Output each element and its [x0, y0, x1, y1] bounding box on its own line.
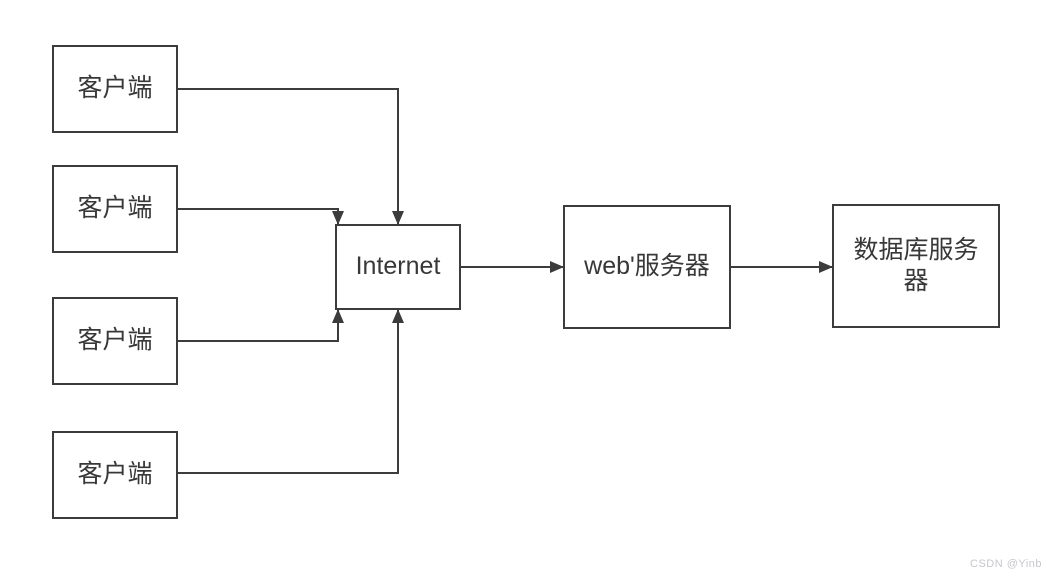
edge-client-2-to-internet [178, 208, 344, 225]
node-db-server-label: 数据库服务器 [853, 235, 979, 295]
node-web-server-label: web'服务器 [584, 252, 710, 281]
node-client-4: 客户端 [52, 431, 178, 519]
node-client-2: 客户端 [52, 165, 178, 253]
node-client-4-label: 客户端 [77, 460, 153, 489]
edge-client-1-to-internet [178, 88, 404, 225]
edge-client-4-to-internet [178, 309, 404, 474]
node-client-2-label: 客户端 [77, 194, 153, 223]
watermark: CSDN @Yinb [970, 558, 1042, 570]
node-db-server: 数据库服务器 [832, 204, 1000, 328]
node-client-3: 客户端 [52, 297, 178, 385]
node-web-server: web'服务器 [563, 205, 731, 329]
node-client-1-label: 客户端 [77, 74, 153, 103]
edge-client-3-to-internet [178, 309, 344, 342]
node-internet: Internet [335, 224, 461, 310]
node-client-1: 客户端 [52, 45, 178, 133]
node-client-3-label: 客户端 [77, 326, 153, 355]
node-internet-label: Internet [355, 252, 441, 281]
